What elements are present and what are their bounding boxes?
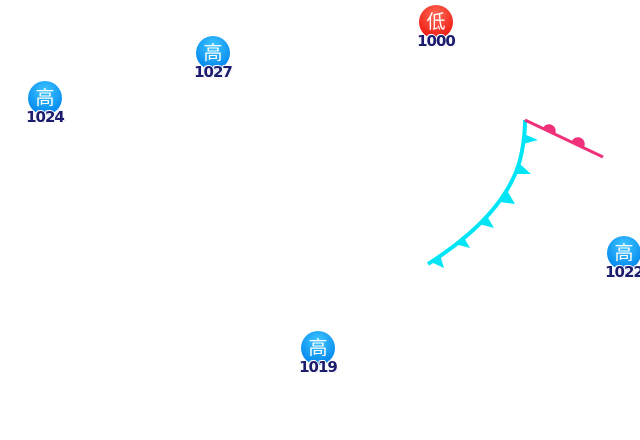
cold-front-pip (479, 216, 494, 228)
high-pressure-center: 高 1027 (183, 36, 243, 81)
high-symbol: 高 (301, 331, 335, 365)
pressure-value: 1024 (26, 108, 65, 126)
cold-front-pip (500, 192, 515, 204)
cold-front (426, 119, 538, 268)
warm-front-pip (572, 137, 585, 147)
cold-front-pip (455, 236, 470, 248)
high-symbol: 高 (196, 36, 230, 70)
pressure-value: 1022 (605, 263, 640, 281)
pressure-value: 1000 (417, 32, 456, 50)
low-symbol: 低 (419, 5, 453, 39)
high-pressure-center: 高 1019 (288, 331, 348, 376)
warm-front (524, 118, 604, 159)
pressure-value: 1027 (194, 63, 233, 81)
warm-front-pip (543, 124, 556, 134)
high-pressure-center: 高 1024 (15, 81, 75, 126)
cold-front-pip (523, 134, 538, 144)
high-symbol: 高 (607, 236, 640, 270)
high-pressure-center: 高 1022 (594, 236, 640, 281)
high-symbol: 高 (28, 81, 62, 115)
low-pressure-center: 低 1000 (406, 5, 466, 50)
cold-front-pip (431, 255, 444, 268)
cold-front-pip (516, 164, 531, 174)
pressure-value: 1019 (299, 358, 338, 376)
